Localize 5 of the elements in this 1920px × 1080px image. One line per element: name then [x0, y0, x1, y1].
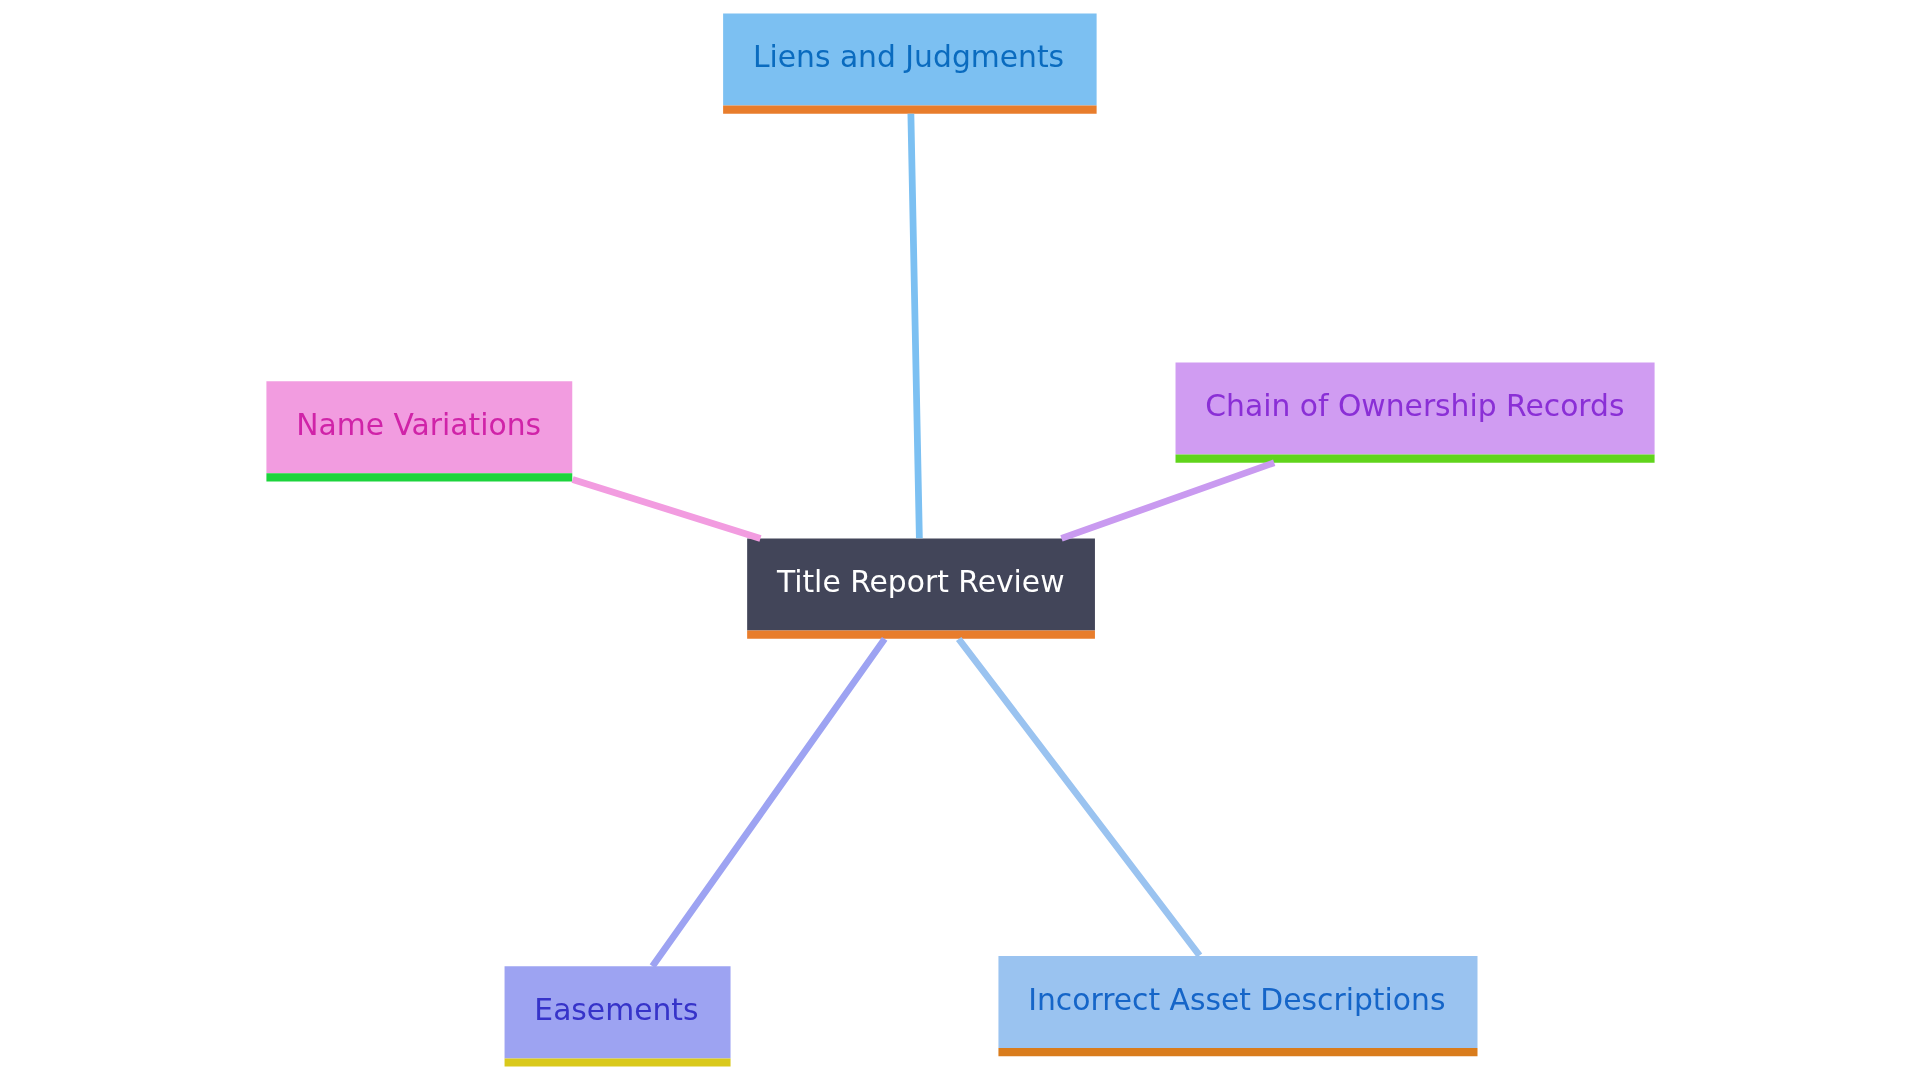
connector — [571, 476, 761, 542]
connector — [907, 113, 923, 539]
connector — [1059, 459, 1275, 542]
connector — [955, 636, 1202, 958]
connector — [649, 636, 887, 969]
